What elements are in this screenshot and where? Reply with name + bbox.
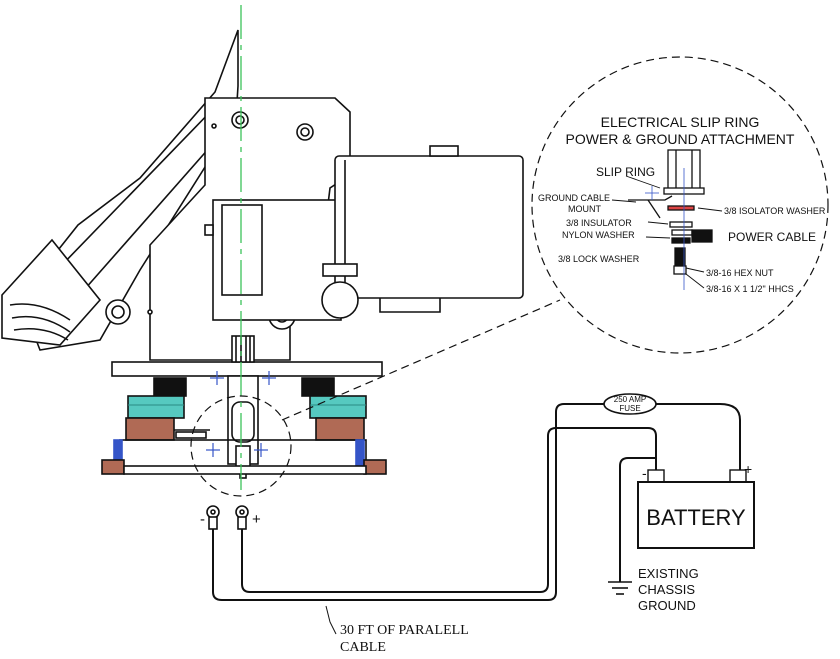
fuse-label: 250 AMP — [614, 395, 646, 404]
slip-ring-detail: ELECTRICAL SLIP RING POWER & GROUND ATTA… — [531, 56, 829, 354]
cable-label: 30 FT OF PARALELL — [340, 623, 469, 638]
machine-assembly — [1, 29, 524, 479]
battery: BATTERY - + — [637, 461, 755, 549]
arm-boot — [1, 238, 102, 346]
label-insulator-washer: 3/8 INSULATOR — [566, 218, 632, 228]
detail-title: ELECTRICAL SLIP RING — [601, 114, 760, 130]
label-isolator-washer: 3/8 ISOLATOR WASHER — [724, 206, 826, 216]
label-hhcs: 3/8-16 X 1 1/2" HHCS — [706, 284, 794, 294]
ground-label-2: CHASSIS — [638, 582, 695, 597]
label-slip-ring: SLIP RING — [596, 165, 655, 179]
terminal-positive: + — [252, 511, 261, 528]
label-lock-washer: 3/8 LOCK WASHER — [558, 254, 640, 264]
damper-left — [127, 395, 185, 419]
label-hex-nut: 3/8-16 HEX NUT — [706, 268, 774, 278]
battery-negative: - — [642, 465, 647, 481]
battery-positive: + — [744, 461, 752, 477]
fuse-label-2: FUSE — [619, 404, 640, 413]
base-plate — [111, 361, 383, 377]
label-insulator-washer-2: NYLON WASHER — [562, 230, 635, 240]
ground-label: EXISTING — [638, 566, 699, 581]
detail-callout-circle — [190, 395, 292, 497]
motor-housing — [212, 199, 342, 321]
wiring — [212, 403, 741, 601]
fuse: 250 AMP FUSE — [603, 393, 657, 415]
ground-label-3: GROUND — [638, 598, 696, 613]
label-power-cable: POWER CABLE — [728, 230, 816, 244]
terminal-negative: - — [200, 511, 205, 528]
ring-terminals — [206, 505, 249, 530]
label-ground-cable: GROUND CABLE — [538, 193, 610, 203]
damper-right — [309, 395, 367, 419]
detail-title-2: POWER & GROUND ATTACHMENT — [566, 131, 795, 147]
label-ground-cable-2: MOUNT — [568, 204, 601, 214]
battery-label: BATTERY — [646, 505, 746, 530]
cable-label-2: CABLE — [340, 640, 386, 654]
ground-symbol — [608, 581, 632, 595]
gearbox — [334, 155, 524, 299]
